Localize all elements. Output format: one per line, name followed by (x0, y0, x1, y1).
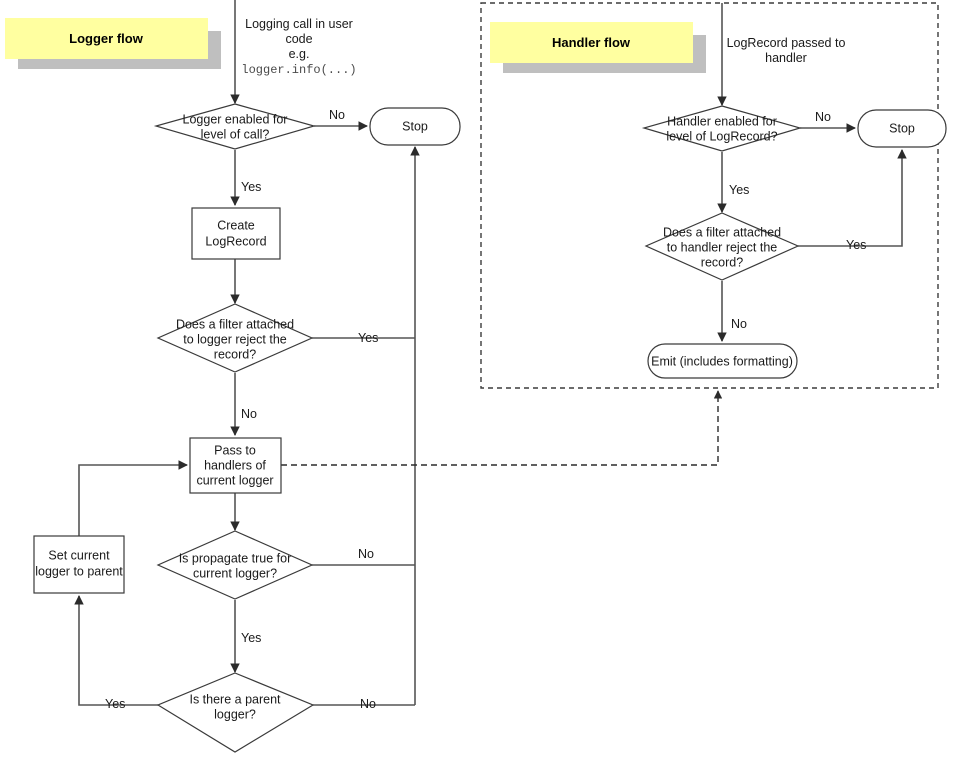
propagate-line-2: current logger? (193, 566, 277, 580)
edge-label-parent-logger-no: No (360, 697, 376, 711)
logger-enabled-decision-line-2: level of call? (201, 127, 270, 141)
create-logrecord-line-2: LogRecord (205, 234, 266, 248)
logger-enabled-decision[interactable]: Logger enabled for level of call? (153, 103, 317, 150)
handler-stop-label: Stop (889, 121, 915, 135)
edge-set-current-to-pass (78, 460, 188, 536)
edge-label-handler-filter-no: No (731, 317, 747, 331)
parent-logger-line-1: Is there a parent (189, 692, 281, 706)
edge-label-logger-filter-no: No (241, 407, 257, 421)
logger-flow-label: Logger flow (69, 31, 144, 46)
handler-stop-terminal[interactable]: Stop (857, 109, 947, 148)
edge-parent-logger-yes (74, 595, 158, 706)
edge-label-handler-enabled-yes: Yes (729, 183, 749, 197)
parent-logger-line-2: logger? (214, 707, 256, 721)
logger-filter-line-1: Does a filter attached (176, 317, 294, 331)
logger-stop-label: Stop (402, 119, 428, 133)
handler-filter-decision[interactable]: Does a filter attached to handler reject… (644, 212, 800, 281)
set-current-logger-line-2: logger to parent (35, 564, 123, 578)
edge-label-parent-logger-yes: Yes (105, 697, 125, 711)
edge-handler-filter-yes (798, 149, 907, 247)
edge-label-logger-filter-yes: Yes (358, 331, 378, 345)
handler-enabled-decision[interactable]: Handler enabled for level of LogRecord? (641, 105, 803, 152)
emit-terminal[interactable]: Emit (includes formatting) (647, 343, 798, 379)
handler-flow-group-border (480, 2, 939, 389)
logging-call-caption-line-1: Logging call in user (245, 17, 353, 31)
logrecord-passed-caption: LogRecord passed to handler (727, 36, 846, 65)
edge-label-logger-enabled-yes: Yes (241, 180, 261, 194)
handler-flow-label: Handler flow (552, 35, 631, 50)
logger-enabled-decision-line-1: Logger enabled for (183, 112, 288, 126)
logging-call-caption-code: logger.info(...) (241, 63, 356, 77)
handler-enabled-line-2: level of LogRecord? (666, 129, 777, 143)
logger-flow-label-box (5, 18, 208, 59)
logrecord-passed-line-1: LogRecord passed to (727, 36, 846, 50)
logging-call-caption-line-2: code (285, 32, 312, 46)
propagate-line-1: Is propagate true for (179, 551, 292, 565)
handler-enabled-line-1: Handler enabled for (667, 114, 777, 128)
logger-filter-line-3: record? (214, 347, 256, 361)
propagate-decision[interactable]: Is propagate true for current logger? (156, 530, 314, 600)
pass-to-handlers-line-2: handlers of (204, 458, 266, 472)
pass-to-handlers-process[interactable]: Pass to handlers of current logger (189, 437, 282, 494)
create-logrecord-line-1: Create (217, 218, 255, 232)
edge-label-handler-filter-yes: Yes (846, 238, 866, 252)
pass-to-handlers-line-1: Pass to (214, 443, 256, 457)
set-current-logger-process[interactable]: Set current logger to parent (33, 535, 125, 594)
emit-label: Emit (includes formatting) (651, 354, 793, 368)
handler-flow-label-box (490, 22, 693, 63)
edge-label-propagate-yes: Yes (241, 631, 261, 645)
logger-filter-decision[interactable]: Does a filter attached to logger reject … (156, 303, 314, 373)
edge-label-propagate-no: No (358, 547, 374, 561)
handler-filter-line-2: to handler reject the (667, 240, 778, 254)
set-current-logger-line-1: Set current (48, 548, 110, 562)
create-logrecord-process[interactable]: Create LogRecord (191, 207, 281, 260)
edge-label-handler-enabled-no: No (815, 110, 831, 124)
logger-stop-terminal[interactable]: Stop (369, 107, 461, 146)
logging-call-caption-line-3: e.g. (289, 47, 310, 61)
edge-pass-to-handler-flow (281, 390, 723, 466)
logger-filter-line-2: to logger reject the (183, 332, 287, 346)
parent-logger-decision[interactable]: Is there a parent logger? (156, 672, 315, 753)
edge-label-logger-enabled-no: No (329, 108, 345, 122)
handler-filter-line-1: Does a filter attached (663, 225, 781, 239)
logrecord-passed-line-2: handler (765, 51, 807, 65)
logging-call-caption: Logging call in user code e.g. logger.in… (241, 17, 356, 77)
pass-to-handlers-line-3: current logger (196, 473, 273, 487)
handler-filter-line-3: record? (701, 255, 743, 269)
